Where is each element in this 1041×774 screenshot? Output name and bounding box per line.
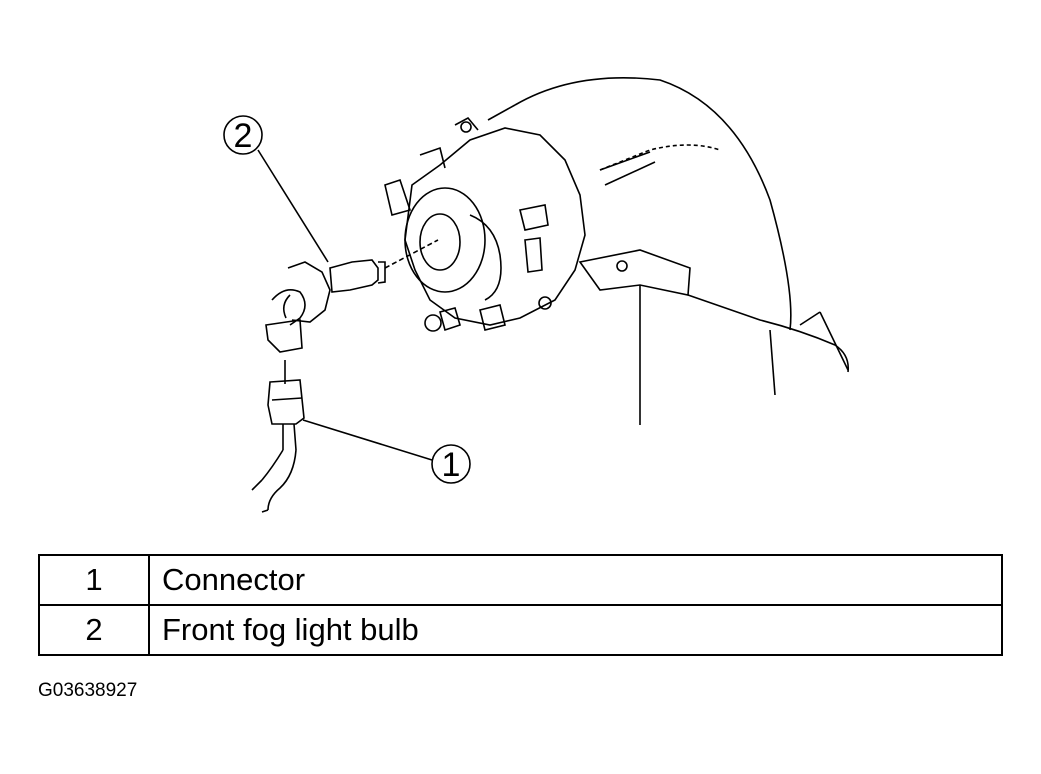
lamp-housing — [487, 76, 850, 425]
legend-number: 1 — [38, 554, 150, 606]
bulb-socket-flange — [384, 116, 586, 332]
legend-number: 2 — [38, 604, 150, 656]
fog-light-bulb — [265, 239, 439, 353]
legend-description: Connector — [148, 554, 1003, 606]
callout-1: 1 — [302, 419, 471, 484]
callout-2: 2 — [223, 115, 329, 263]
callout-number-2: 2 — [234, 117, 253, 155]
legend-description: Front fog light bulb — [148, 604, 1003, 656]
legend-row: 1 Connector — [38, 554, 1003, 606]
connector — [251, 360, 305, 513]
fog-light-bulb-diagram: 2 1 — [223, 76, 850, 513]
callout-number-1: 1 — [442, 446, 461, 484]
figure-id: G03638927 — [38, 680, 138, 701]
legend-table: 1 Connector 2 Front fog light bulb — [38, 554, 1003, 656]
legend-row: 2 Front fog light bulb — [38, 604, 1003, 656]
